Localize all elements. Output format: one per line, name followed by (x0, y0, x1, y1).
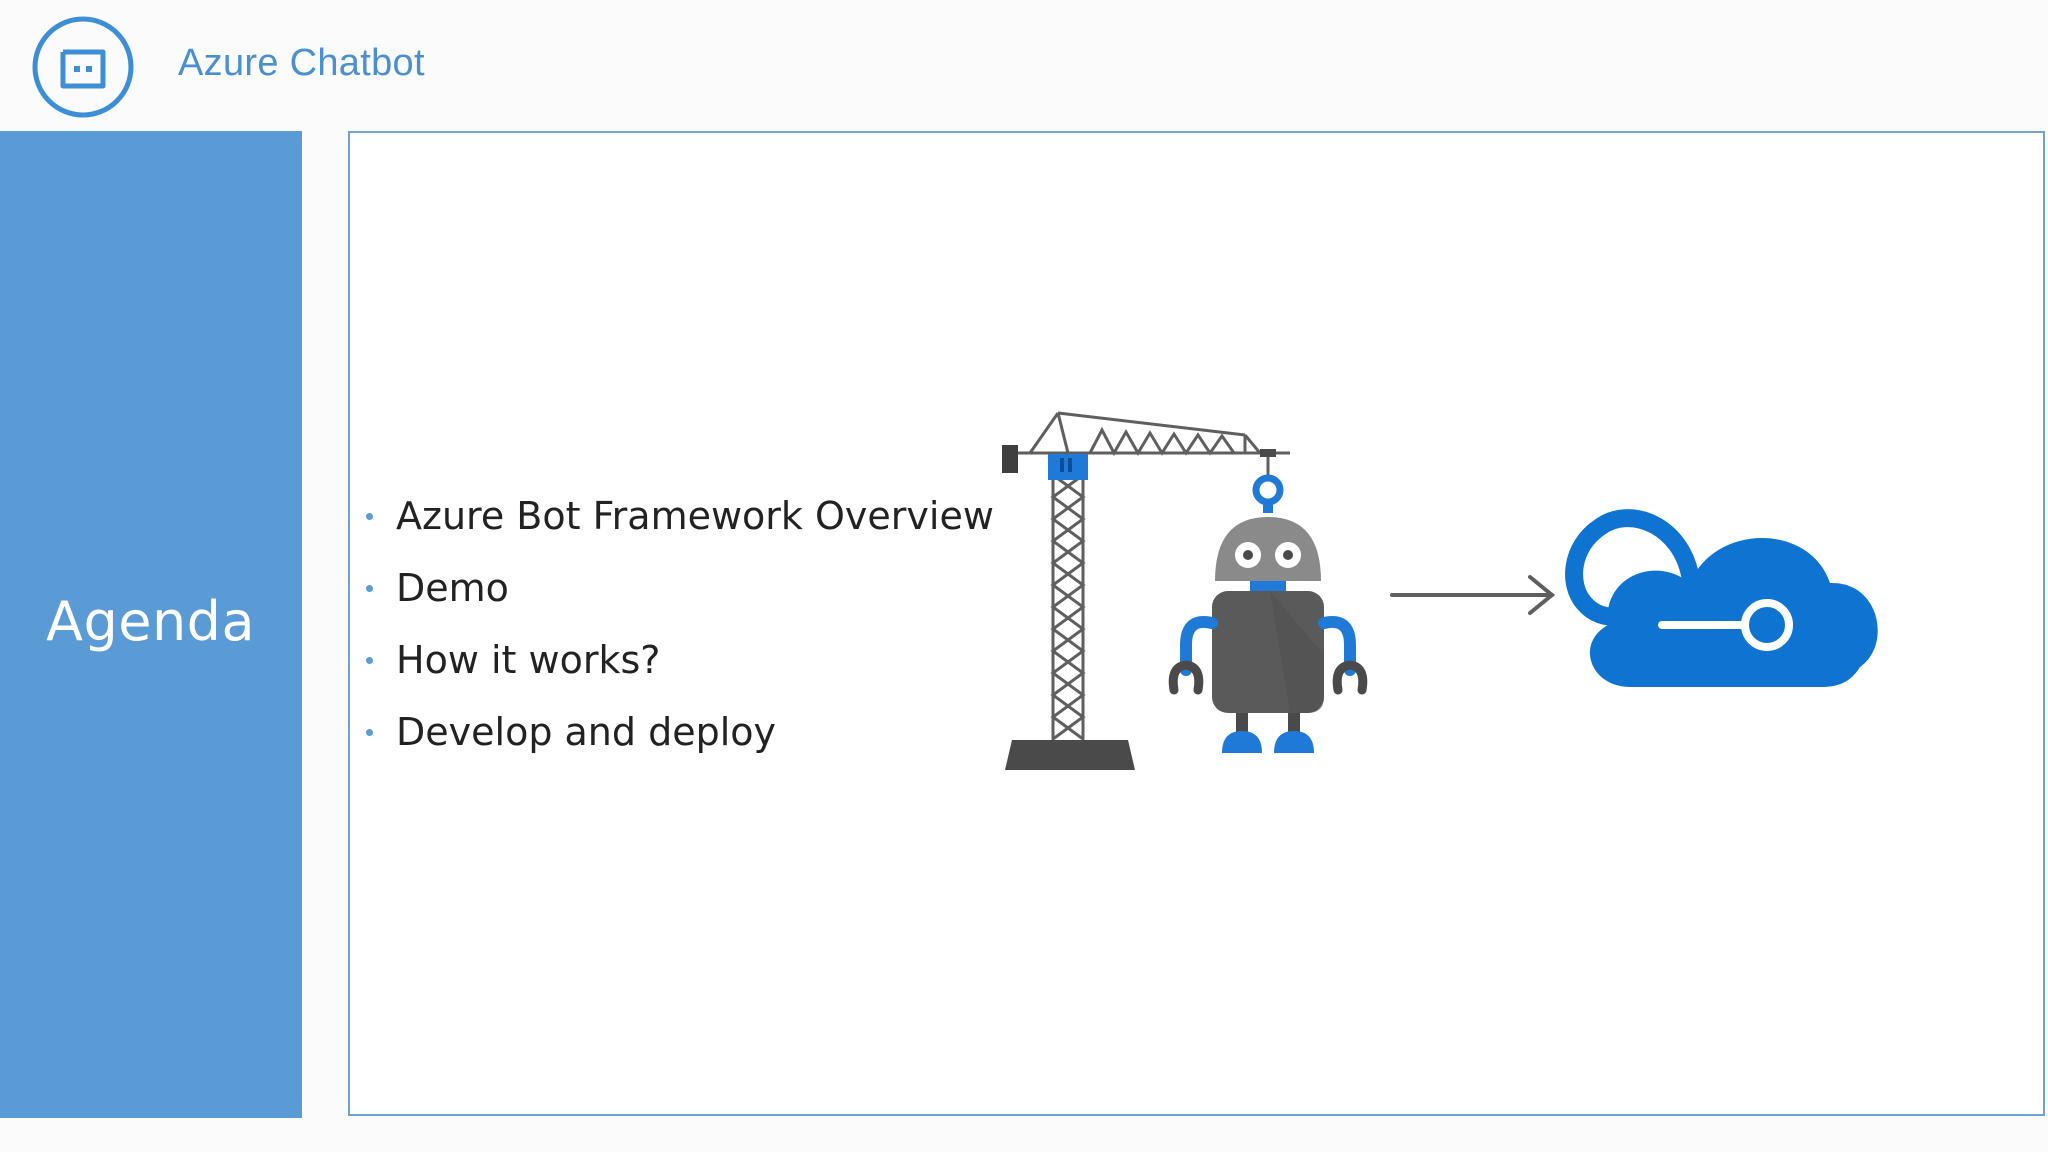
crane-icon (1002, 411, 1290, 770)
bullet-icon (366, 729, 373, 736)
agenda-item-label: How it works? (396, 638, 661, 682)
agenda-item: How it works? (360, 630, 994, 702)
agenda-item: Azure Bot Framework Overview (360, 486, 994, 558)
bullet-icon (366, 585, 373, 592)
robot-icon (1168, 474, 1368, 753)
sidebar (0, 131, 302, 1118)
agenda-item-label: Demo (396, 566, 509, 610)
azure-cloud-icon (1565, 509, 1878, 687)
agenda-item-label: Azure Bot Framework Overview (396, 494, 994, 538)
arrow-right-icon (1390, 575, 1556, 615)
sidebar-title: Agenda (46, 590, 256, 653)
agenda-item: Develop and deploy (360, 702, 994, 774)
agenda-item: Demo (360, 558, 994, 630)
bullet-icon (366, 657, 373, 664)
app-title: Azure Chatbot (178, 42, 425, 84)
agenda-list: Azure Bot Framework Overview Demo How it… (360, 486, 994, 774)
chatbot-logo-icon (32, 16, 134, 118)
bot-deploy-illustration (1002, 411, 1878, 770)
agenda-item-label: Develop and deploy (396, 710, 776, 754)
bullet-icon (366, 513, 373, 520)
